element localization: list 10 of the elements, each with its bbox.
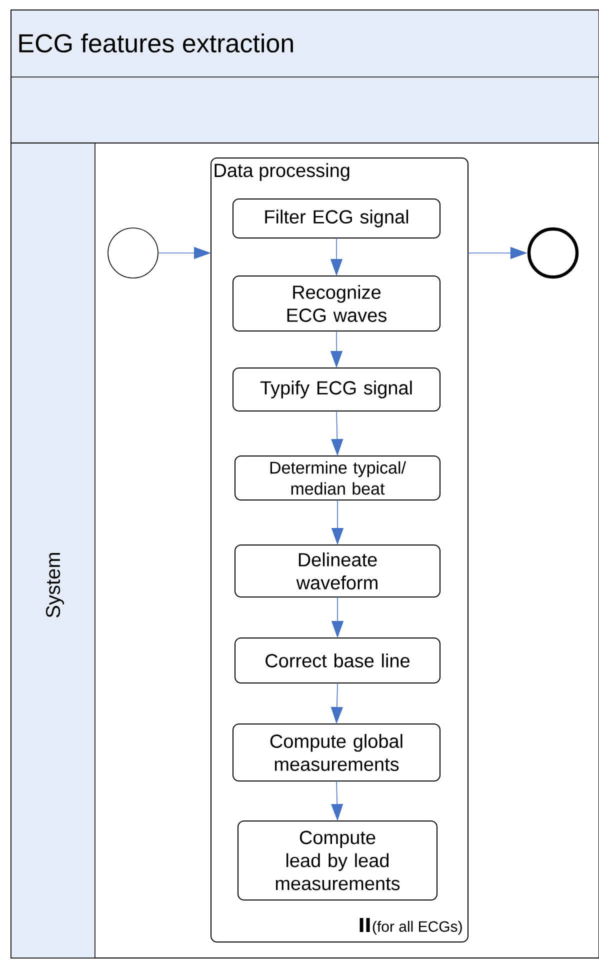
task-box: Filter ECG signal [232, 198, 440, 238]
task-box: Determine typical/ median beat [234, 456, 440, 500]
task-box: Delineate waveform [234, 544, 440, 598]
end-event-circle [527, 227, 579, 279]
task-box: Compute lead by lead measurements [238, 820, 438, 900]
task-box: Correct base line [234, 638, 440, 684]
task-box: Typify ECG signal [232, 368, 440, 412]
task-box: Recognize ECG waves [232, 276, 440, 332]
task-box: Compute global measurements [232, 724, 440, 782]
start-event-circle [108, 228, 158, 278]
